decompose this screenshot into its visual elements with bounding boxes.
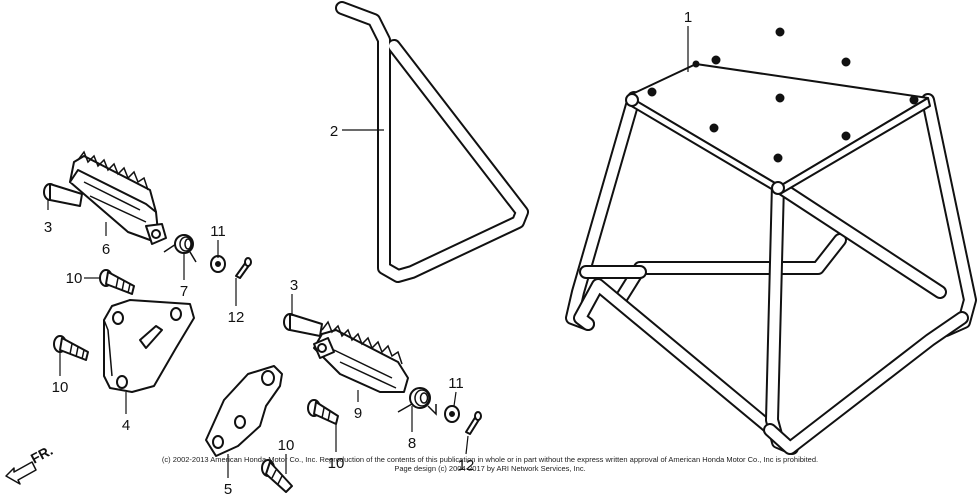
callout-8: 8 [408,435,416,452]
callout-10: 10 [52,379,69,396]
cotter-pin-part-12-left[interactable] [235,257,252,279]
callout-3: 3 [44,219,52,236]
leader-lines [47,26,689,478]
callout-7: 7 [180,283,188,300]
callout-9: 9 [354,405,362,422]
copyright-line-2: Page design (c) 2004-2017 by ARI Network… [394,464,586,473]
cotter-pin-part-12-right[interactable] [465,411,482,435]
callout-1: 1 [684,9,692,26]
callout-11: 11 [448,375,464,392]
bolt-part-10-c[interactable] [307,399,339,425]
plate-bolts [647,27,919,163]
callout-3: 3 [290,277,298,294]
callout-10: 10 [328,455,345,472]
spring-part-8[interactable] [397,387,437,416]
pin-part-3-left[interactable] [43,183,83,207]
stand-part-1[interactable] [565,27,977,455]
bolt-part-10-a[interactable] [99,269,135,295]
washer-part-11-right[interactable] [444,405,460,423]
bolt-part-10-b[interactable] [53,335,89,361]
copyright-line-1: (c) 2002-2013 American Honda Motor Co., … [161,455,819,464]
callout-12: 12 [228,309,245,326]
washer-part-11-left[interactable] [210,255,226,273]
callout-10: 10 [66,270,83,287]
callout-10: 10 [278,437,295,454]
callout-5: 5 [224,481,232,498]
bracket-part-4[interactable] [103,299,195,393]
copyright-notice: (c) 2002-2013 American Honda Motor Co., … [0,455,980,473]
callout-12: 12 [458,457,475,474]
callout-11: 11 [210,223,226,240]
callout-6: 6 [102,241,110,258]
callout-labels: 1 2 3 3 4 5 6 7 8 9 10 10 10 10 11 11 12… [44,9,692,498]
pin-part-3-right[interactable] [283,313,323,337]
spring-part-7[interactable] [163,234,197,263]
callout-4: 4 [122,417,130,434]
callout-2: 2 [330,123,338,140]
footpeg-part-6[interactable] [69,150,167,245]
bolt-part-10-d[interactable] [261,459,293,493]
footpeg-part-9[interactable] [313,320,409,393]
bar-part-2[interactable] [335,1,529,283]
bracket-part-5[interactable] [205,365,283,457]
